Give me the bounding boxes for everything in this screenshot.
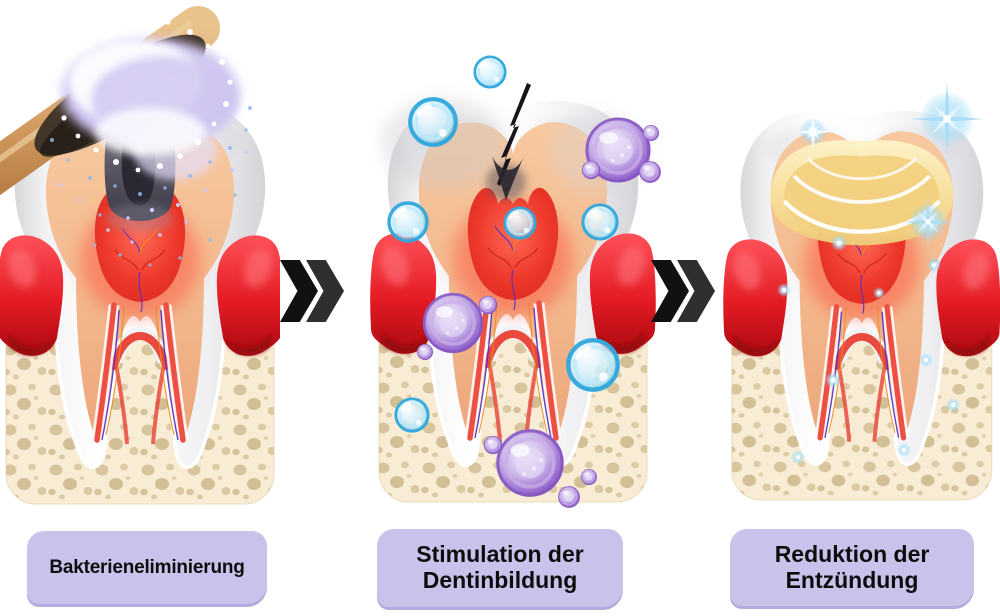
gold-dentin-band (770, 140, 954, 246)
stage-label-1-text: Bakterieneliminierung (49, 556, 245, 578)
stage-label-1: Bakterieneliminierung (27, 531, 267, 604)
stage-label-2-text: Stimulation der Dentinbildung (416, 541, 584, 593)
arrow-icon (280, 260, 344, 322)
arrow-icon (651, 260, 715, 322)
stage-label-2: Stimulation der Dentinbildung (377, 529, 623, 607)
powder-speckles-lavender (58, 150, 248, 244)
powder-cloud (45, 13, 252, 267)
powder-speckles-blue (50, 106, 252, 267)
tooth-illustration-healed (716, 82, 1000, 530)
tooth-illustration-bubbles (363, 54, 665, 530)
powder-speckles (45, 13, 233, 173)
stage-label-3: Reduktion der Entzündung (730, 529, 974, 606)
stage-label-3-text: Reduktion der Entzündung (774, 540, 930, 593)
crack (486, 83, 531, 200)
tooth-illustration-powder (0, 6, 280, 530)
